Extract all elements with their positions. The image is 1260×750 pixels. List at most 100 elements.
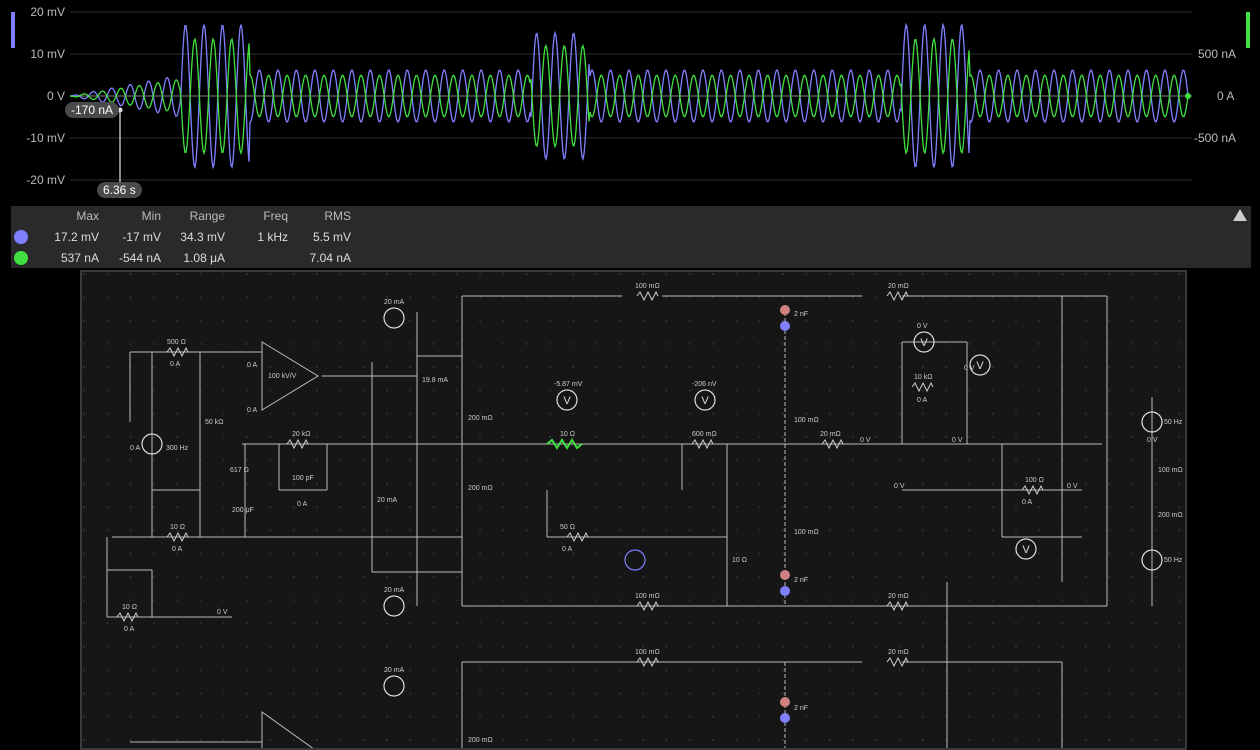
label-0v: 0 V (894, 483, 905, 490)
voltage-scale-bar (11, 12, 15, 48)
voltage-trace (69, 22, 1189, 170)
label-100m: 100 mΩ (794, 417, 819, 424)
stats-header-max: Max (76, 209, 99, 223)
label-0v: 0 V (1067, 483, 1078, 490)
ammeter-icon (383, 675, 405, 697)
y-tick-neg10mv: -10 mV (26, 131, 65, 145)
stat-current-range: 1.08 μA (183, 251, 225, 265)
resistor-icons (116, 290, 1044, 668)
label-0a: 0 A (247, 407, 257, 414)
voltage-trace-swatch[interactable] (14, 230, 28, 244)
schematic[interactable]: V V V V V (82, 272, 1187, 750)
label-200m: 200 mΩ (1158, 512, 1183, 519)
stats-header-rms: RMS (324, 209, 351, 223)
label-0v: 0 V (952, 437, 963, 444)
y2-tick-500na: 500 nA (1198, 47, 1237, 61)
cursor-time-label: 6.36 s (97, 182, 142, 198)
voltmeter-icon (1015, 538, 1037, 560)
label-0v: 0 V (860, 437, 871, 444)
label-0a: 0 A (170, 361, 180, 368)
label-0a: 0 A (297, 501, 307, 508)
ac-source-icon (1141, 411, 1163, 433)
label-opamp-gain: 100 kV/V (268, 373, 297, 380)
stats-header-min: Min (141, 209, 161, 223)
label-50hz: 50 Hz (1164, 419, 1183, 426)
y-tick-20mv: 20 mV (30, 5, 65, 19)
stat-current-max: 537 nA (60, 251, 99, 265)
label-r500: 500 Ω (167, 339, 186, 346)
label-20k: 20 kΩ (292, 431, 310, 438)
label-voltmeter-reading: -5.87 mV (554, 381, 583, 388)
label-100m: 100 mΩ (794, 529, 819, 536)
label-600m: 600 mΩ (692, 431, 717, 438)
trace-end-marker (1185, 93, 1191, 99)
label-0a: 0 A (247, 362, 257, 369)
label-200m: 200 mΩ (468, 485, 493, 492)
voltmeter-icon (969, 354, 991, 376)
label-2nf: 2 nF (794, 311, 808, 318)
voltmeter-icon (694, 389, 716, 411)
label-10: 10 Ω (122, 604, 137, 611)
y-tick-10mv: 10 mV (30, 47, 65, 61)
label-100m: 100 mΩ (635, 593, 660, 600)
label-20ma: 20 mA (384, 667, 405, 674)
voltmeter-glyph: V (976, 360, 984, 372)
ammeter-icon (383, 307, 405, 329)
label-0a: 0 A (1022, 499, 1032, 506)
label-0v: 0 V (1147, 437, 1158, 444)
label-20m: 20 mΩ (888, 283, 909, 290)
selected-resistor (546, 438, 583, 450)
ac-source-icon (1141, 549, 1163, 571)
opamp-symbol (261, 341, 319, 411)
cursor-value-label: -170 nA (65, 102, 120, 118)
label-300hz: 300 Hz (166, 445, 189, 452)
ammeter-icon (383, 595, 405, 617)
function-generator-icon (624, 549, 646, 571)
collapse-stats-button[interactable] (1233, 209, 1247, 221)
stats-header-range: Range (189, 209, 225, 223)
label-100: 100 Ω (1025, 477, 1044, 484)
voltmeter-icon (556, 389, 578, 411)
scope-panel[interactable]: 20 mV 10 mV 0 V -10 mV -20 mV 500 nA 0 A… (0, 0, 1260, 203)
label-20m: 20 mΩ (888, 593, 909, 600)
label-0v: 0 V (217, 609, 228, 616)
label-0v: 0 V (964, 365, 975, 372)
stat-voltage-min: -17 mV (122, 230, 161, 244)
scope-plot[interactable] (0, 0, 1260, 203)
stat-current-min: -544 nA (118, 251, 161, 265)
label-100m: 100 mΩ (635, 649, 660, 656)
y-tick-neg20mv: -20 mV (26, 173, 65, 187)
label-20ma: 20 mA (384, 299, 405, 306)
label-0v: 0 V (917, 323, 928, 330)
label-0a: 0 A (124, 626, 134, 633)
label-617: 617 Ω (230, 467, 249, 474)
label-200m: 200 mΩ (468, 415, 493, 422)
label-50k: 50 kΩ (205, 419, 223, 426)
label-20ma: 20 mA (377, 497, 398, 504)
stat-voltage-range: 34.3 mV (180, 230, 225, 244)
current-trace-swatch[interactable] (14, 251, 28, 265)
label-50: 50 Ω (560, 524, 575, 531)
label-100m: 100 mΩ (635, 283, 660, 290)
label-20m: 20 mΩ (888, 649, 909, 656)
circuit-canvas[interactable]: V V V V V (80, 270, 1187, 750)
stat-voltage-freq: 1 kHz (257, 230, 288, 244)
label-voltmeter-reading: -206 nV (692, 381, 717, 388)
stat-current-rms: 7.04 nA (309, 251, 351, 265)
current-trace (69, 36, 1189, 156)
label-2nf: 2 nF (794, 705, 808, 712)
label-20m: 20 mΩ (820, 431, 841, 438)
label-10: 10 Ω (560, 431, 575, 438)
label-20ma: 20 mA (384, 587, 405, 594)
ac-source-icon (141, 433, 163, 455)
label-200uf: 200 μF (232, 507, 254, 514)
label-10k: 10 kΩ (914, 374, 932, 381)
stat-voltage-max: 17.2 mV (54, 230, 99, 244)
stats-header-freq: Freq (263, 209, 288, 223)
capacitor-icons (780, 305, 790, 723)
label-0a: 0 A (917, 397, 927, 404)
y2-tick-0a: 0 A (1217, 89, 1235, 103)
label-10: 10 Ω (732, 557, 747, 564)
label-0a: 0 A (562, 546, 572, 553)
label-0a: 0 A (130, 445, 140, 452)
